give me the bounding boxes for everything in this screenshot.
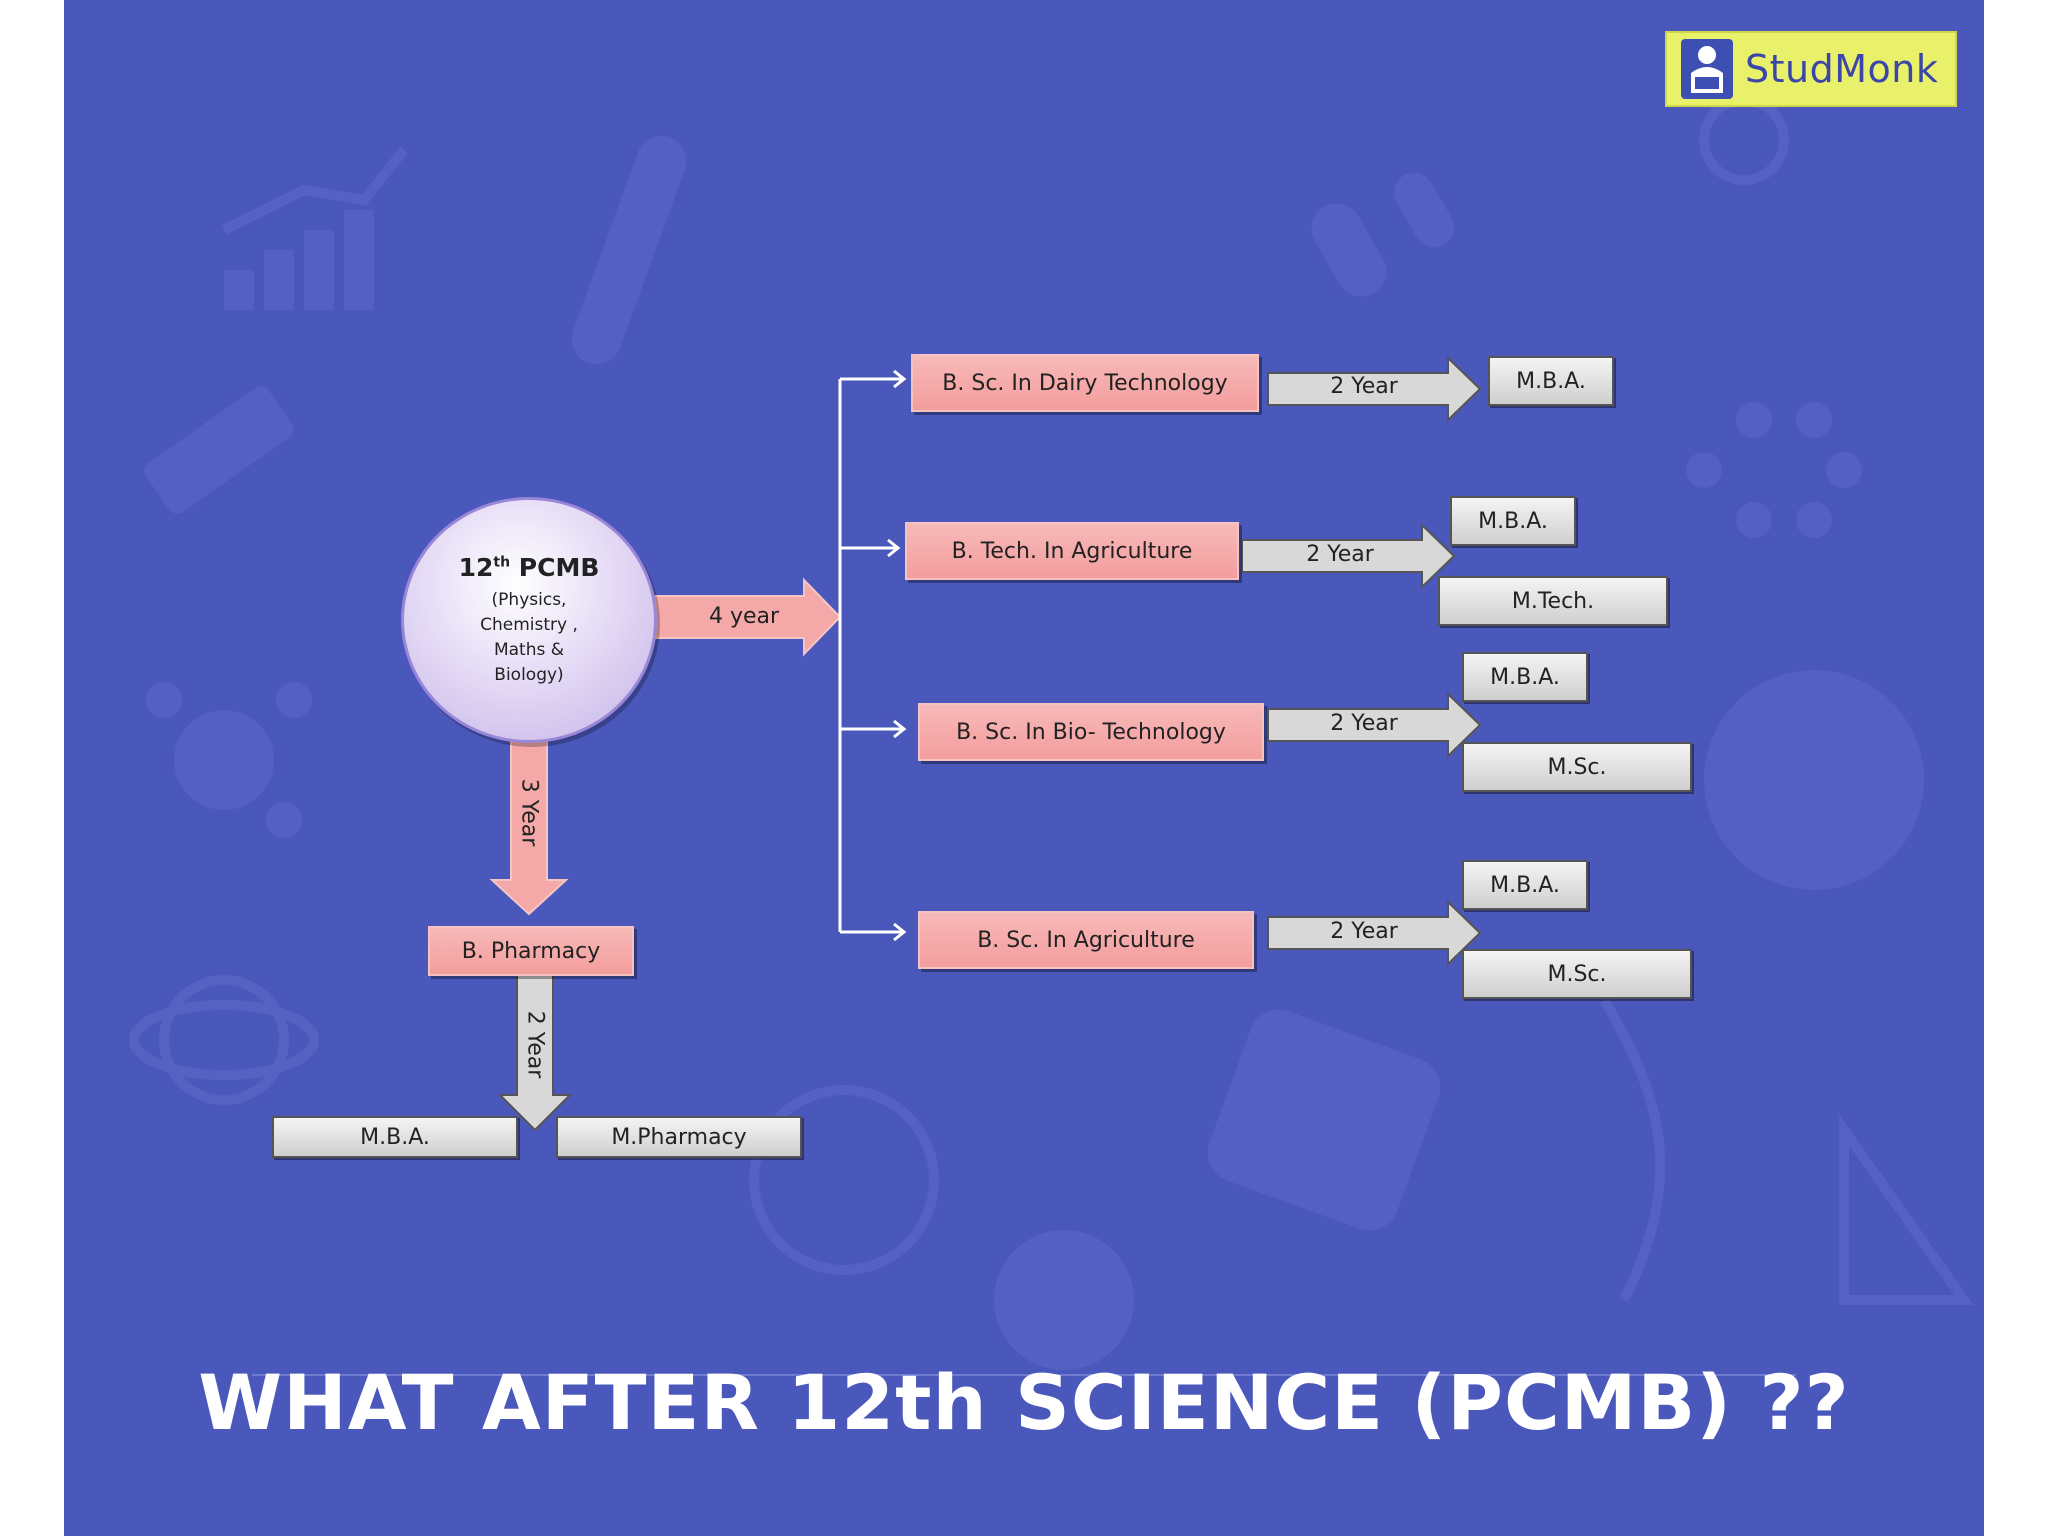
diagram-connectors	[489, 355, 1482, 1132]
course-btech-agriculture: B. Tech. In Agriculture	[905, 522, 1239, 580]
label-dairy-2-year: 2 Year	[1330, 374, 1398, 399]
brain-head-icon	[1704, 670, 1924, 890]
outcome-biotech-msc: M.Sc.	[1462, 742, 1692, 792]
root-title: 12th PCMB	[458, 552, 600, 582]
course-bsc-dairy-technology: B. Sc. In Dairy Technology	[911, 354, 1259, 412]
title-divider	[252, 1374, 1796, 1376]
flask-icon	[994, 1230, 1134, 1370]
trend-line-icon	[221, 146, 408, 235]
arrow-4year	[646, 577, 842, 657]
dna-icon	[1599, 997, 1666, 1303]
label-bsc-agri-2-year: 2 Year	[1330, 919, 1398, 944]
label-3-year: 3 Year	[516, 778, 542, 847]
arrow-dairy-2year	[1267, 355, 1482, 423]
label-biotech-2-year: 2 Year	[1330, 711, 1398, 736]
bar-chart-icon	[224, 270, 254, 310]
first-aid-kit-icon	[1207, 1009, 1441, 1231]
page-title: WHAT AFTER 12th SCIENCE (PCMB) ??	[198, 1358, 1850, 1447]
root-subtitle: (Physics, Chemistry , Maths & Biology)	[480, 589, 578, 685]
course-bsc-agriculture: B. Sc. In Agriculture	[918, 911, 1254, 969]
course-bsc-biotechnology: B. Sc. In Bio- Technology	[918, 703, 1264, 761]
atom-icon	[159, 975, 289, 1105]
outcome-pharmacy-mba: M.B.A.	[272, 1116, 518, 1158]
test-tube-icon	[571, 135, 687, 365]
label-pharmacy-2-year: 2 Year	[522, 1010, 548, 1079]
outcome-dairy-mba: M.B.A.	[1488, 356, 1614, 406]
arrow-bsc-agri-2year	[1267, 899, 1482, 967]
molecule-icon	[174, 710, 274, 810]
brand-logo[interactable]: StudMonk	[1665, 31, 1957, 107]
arrow-biotech-2year	[1267, 691, 1482, 759]
telescope-icon	[144, 386, 294, 514]
globe-icon	[749, 1085, 939, 1275]
label-4-year: 4 year	[708, 604, 780, 629]
network-icon	[1736, 402, 1772, 438]
outcome-bsc-agri-mba: M.B.A.	[1462, 860, 1588, 910]
arrow-3year	[489, 734, 569, 916]
outcome-m-pharmacy: M.Pharmacy	[556, 1116, 802, 1158]
root-node-12th-pcmb: 12th PCMB (Physics, Chemistry , Maths & …	[401, 497, 657, 743]
course-b-pharmacy: B. Pharmacy	[428, 926, 634, 976]
outcome-agri-tech-mba: M.B.A.	[1450, 496, 1576, 546]
background-decoration	[129, 95, 1974, 1370]
set-square-icon	[1839, 1114, 1974, 1305]
poster: StudMonk 12th PCMB (Physics, Chemistry ,…	[64, 0, 1984, 1536]
arrow-agri-tech-2year	[1241, 522, 1456, 590]
outcome-biotech-mba: M.B.A.	[1462, 652, 1588, 702]
label-agri-tech-2-year: 2 Year	[1306, 542, 1374, 567]
capsule-icon	[1311, 203, 1387, 297]
student-reading-icon	[1681, 39, 1733, 99]
outcome-bsc-agri-msc: M.Sc.	[1462, 949, 1692, 999]
arrow-pharmacy-2year	[497, 974, 573, 1132]
outcome-m-tech: M.Tech.	[1438, 576, 1668, 626]
brand-name: StudMonk	[1745, 47, 1939, 91]
